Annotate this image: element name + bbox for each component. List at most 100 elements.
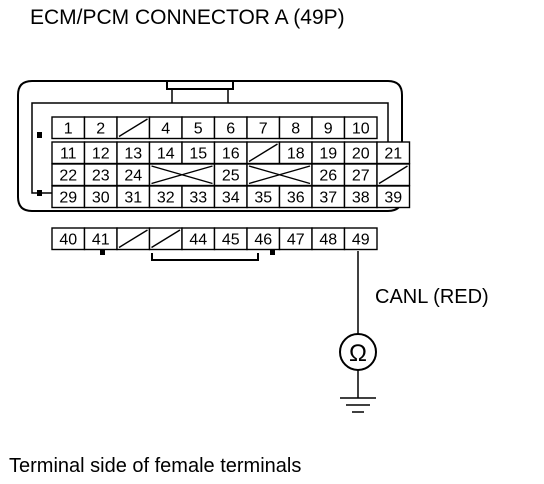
terminal-21: 21 (376, 141, 411, 165)
terminal-blank (246, 141, 281, 165)
terminal-46: 46 (246, 227, 281, 251)
terminal-label: 41 (92, 232, 110, 249)
terminal-1: 1 (51, 116, 86, 140)
terminal-label: 22 (59, 168, 77, 185)
terminal-label: 6 (226, 121, 235, 138)
terminal-11: 11 (51, 141, 86, 165)
terminal-label: 14 (157, 146, 175, 163)
terminal-6: 6 (213, 116, 248, 140)
terminal-10: 10 (343, 116, 378, 140)
terminal-label: 36 (287, 190, 305, 207)
terminal-blank (148, 227, 183, 251)
terminal-22: 22 (51, 163, 86, 187)
terminal-24: 24 (116, 163, 151, 187)
connector-title: ECM/PCM CONNECTOR A (49P) (30, 6, 345, 29)
terminal-label: 46 (254, 232, 272, 249)
terminal-label: 44 (189, 232, 207, 249)
terminal-blank (116, 227, 151, 251)
terminal-label: 49 (352, 232, 370, 249)
terminal-label: 20 (352, 146, 370, 163)
terminal-label: 38 (352, 190, 370, 207)
terminal-9: 9 (311, 116, 346, 140)
terminal-37: 37 (311, 185, 346, 209)
terminal-blank (376, 163, 411, 187)
terminal-label: 45 (222, 232, 240, 249)
terminal-23: 23 (83, 163, 118, 187)
terminal-label: 12 (92, 146, 110, 163)
terminal-16: 16 (213, 141, 248, 165)
terminal-31: 31 (116, 185, 151, 209)
terminal-7: 7 (246, 116, 281, 140)
terminal-30: 30 (83, 185, 118, 209)
terminal-47: 47 (278, 227, 313, 251)
terminal-label: 30 (92, 190, 110, 207)
terminal-label: 13 (124, 146, 142, 163)
terminal-label: 32 (157, 190, 175, 207)
terminal-label: 27 (352, 168, 370, 185)
terminal-20: 20 (343, 141, 378, 165)
terminal-25: 25 (213, 163, 248, 187)
terminal-label: 11 (60, 146, 77, 163)
view-caption: Terminal side of female terminals (9, 455, 302, 477)
terminal-label: 24 (124, 168, 142, 185)
terminal-45: 45 (213, 227, 248, 251)
terminal-26: 26 (311, 163, 346, 187)
terminal-29: 29 (51, 185, 86, 209)
terminal-label: 10 (352, 121, 370, 138)
terminal-36: 36 (278, 185, 313, 209)
terminal-5: 5 (181, 116, 216, 140)
terminal-label: 35 (254, 190, 272, 207)
terminal-label: 15 (189, 146, 207, 163)
terminal-32: 32 (148, 185, 183, 209)
terminal-label: 37 (319, 190, 337, 207)
terminal-label: 21 (384, 146, 402, 163)
terminal-18: 18 (278, 141, 313, 165)
terminal-2: 2 (83, 116, 118, 140)
probe-label: CANL (RED) (375, 286, 489, 308)
terminal-label: 34 (222, 190, 240, 207)
terminal-19: 19 (311, 141, 346, 165)
terminal-13: 13 (116, 141, 151, 165)
ohmmeter-icon: Ω (339, 333, 377, 371)
terminal-label: 48 (319, 232, 337, 249)
terminal-label: 23 (92, 168, 110, 185)
terminal-label: 1 (64, 121, 73, 138)
terminal-label: 31 (124, 190, 142, 207)
terminal-44: 44 (181, 227, 216, 251)
terminal-label: 18 (287, 146, 305, 163)
ohm-symbol: Ω (349, 340, 367, 367)
terminal-4: 4 (148, 116, 183, 140)
terminal-blank (116, 116, 151, 140)
terminal-blank (148, 163, 216, 187)
terminal-14: 14 (148, 141, 183, 165)
terminal-label: 2 (96, 121, 105, 138)
terminal-label: 8 (291, 121, 300, 138)
terminal-label: 26 (319, 168, 337, 185)
terminal-label: 40 (59, 232, 77, 249)
terminal-38: 38 (343, 185, 378, 209)
terminal-label: 4 (161, 121, 170, 138)
terminal-27: 27 (343, 163, 378, 187)
terminal-8: 8 (278, 116, 313, 140)
terminal-39: 39 (376, 185, 411, 209)
terminal-34: 34 (213, 185, 248, 209)
terminal-label: 16 (222, 146, 240, 163)
terminal-40: 40 (51, 227, 86, 251)
terminal-49: 49 (343, 227, 378, 251)
terminal-label: 19 (319, 146, 337, 163)
terminal-48: 48 (311, 227, 346, 251)
terminal-label: 33 (189, 190, 207, 207)
terminal-label: 25 (222, 168, 240, 185)
terminal-15: 15 (181, 141, 216, 165)
terminal-label: 5 (194, 121, 203, 138)
terminal-35: 35 (246, 185, 281, 209)
terminal-label: 39 (384, 190, 402, 207)
terminal-label: 9 (324, 121, 333, 138)
terminal-blank (246, 163, 313, 187)
terminal-label: 29 (59, 190, 77, 207)
probe-wiring (340, 251, 376, 413)
terminal-33: 33 (181, 185, 216, 209)
terminal-label: 47 (287, 232, 305, 249)
